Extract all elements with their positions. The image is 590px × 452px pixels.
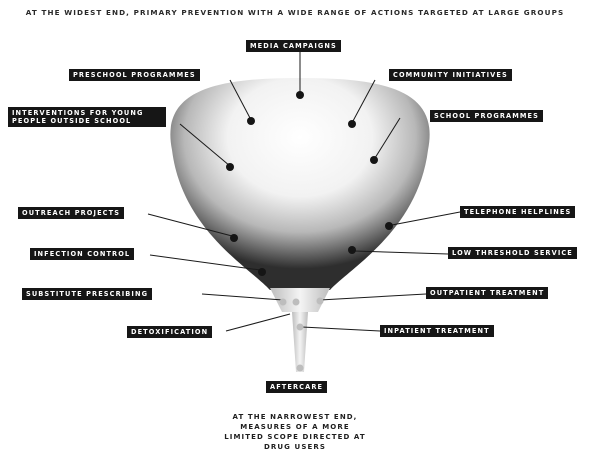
footer-line-1: At the narrowest end, (195, 412, 395, 422)
dot-inpatient (297, 324, 304, 331)
dot-young-people (226, 163, 234, 171)
dot-detox (293, 299, 300, 306)
dot-media (296, 91, 304, 99)
label-interventions-line-2: people outside school (12, 117, 162, 125)
label-community-initiatives: Community initiatives (389, 69, 512, 81)
dot-substitute (280, 299, 287, 306)
label-substitute-prescribing: Substitute prescribing (22, 288, 152, 300)
footer-caption: At the narrowest end, measures of a more… (195, 412, 395, 452)
dot-outpatient (317, 298, 324, 305)
label-outreach-projects: Outreach projects (18, 207, 124, 219)
funnel-stem (292, 312, 308, 372)
label-low-threshold-service: Low threshold service (448, 247, 577, 259)
funnel-bowl (170, 78, 429, 290)
label-school-programmes: School programmes (430, 110, 543, 122)
label-telephone-helplines: Telephone helplines (460, 206, 575, 218)
label-detoxification: Detoxification (127, 326, 212, 338)
label-infection-control: Infection control (30, 248, 134, 260)
dot-school (370, 156, 378, 164)
footer-line-3: limited scope directed at (195, 432, 395, 442)
dot-outreach (230, 234, 238, 242)
dot-low-threshold (348, 246, 356, 254)
dot-telephone (385, 222, 393, 230)
label-preschool-programmes: Preschool programmes (69, 69, 200, 81)
label-aftercare: Aftercare (266, 381, 327, 393)
dot-infection (258, 268, 266, 276)
label-inpatient-treatment: Inpatient treatment (380, 325, 494, 337)
dot-preschool (247, 117, 255, 125)
label-interventions-young-people: Interventions for young people outside s… (8, 107, 166, 127)
label-media-campaigns: Media campaigns (246, 40, 341, 52)
dot-aftercare (297, 365, 304, 372)
footer-line-2: measures of a more (195, 422, 395, 432)
label-interventions-line-1: Interventions for young (12, 109, 162, 117)
label-outpatient-treatment: Outpatient treatment (426, 287, 548, 299)
dot-community (348, 120, 356, 128)
footer-line-4: drug users (195, 442, 395, 452)
